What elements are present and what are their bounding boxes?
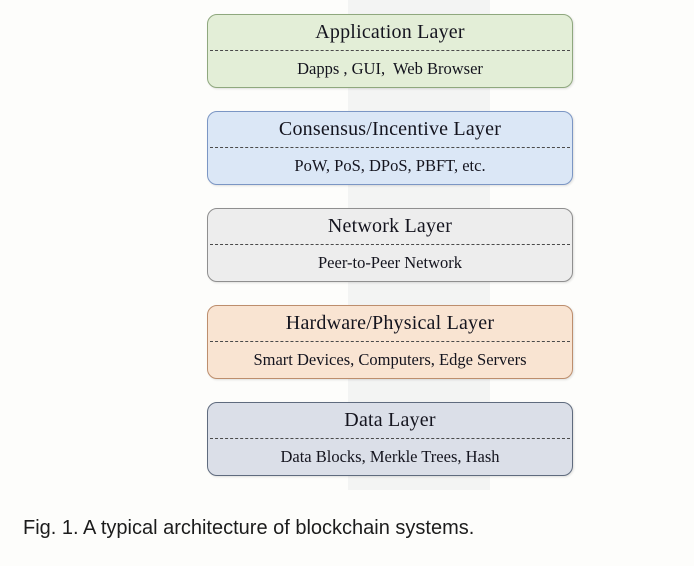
figure-caption: Fig. 1. A typical architecture of blockc… (23, 517, 475, 539)
layer-consensus-incentive-title: Consensus/Incentive Layer (278, 118, 502, 140)
layer-divider (210, 244, 570, 245)
layer-data-items: Data Blocks, Merkle Trees, Hash (280, 447, 500, 466)
layer-divider (210, 341, 570, 342)
layer-divider (210, 438, 570, 439)
layer-data: Data Layer Data Blocks, Merkle Trees, Ha… (207, 402, 573, 476)
layer-data-title: Data Layer (344, 409, 436, 431)
layer-network-items: Peer-to-Peer Network (318, 253, 462, 272)
layer-application-title: Application Layer (315, 21, 465, 43)
layer-application-items: Dapps , GUI, Web Browser (297, 59, 483, 78)
layer-application: Application Layer Dapps , GUI, Web Brows… (207, 14, 573, 88)
layer-hardware-physical-title: Hardware/Physical Layer (285, 312, 495, 334)
layer-hardware-physical-items: Smart Devices, Computers, Edge Servers (253, 350, 527, 369)
layer-divider (210, 147, 570, 148)
layer-hardware-physical: Hardware/Physical Layer Smart Devices, C… (207, 305, 573, 379)
layer-network: Network Layer Peer-to-Peer Network (207, 208, 573, 282)
layer-network-title: Network Layer (327, 215, 453, 237)
layer-consensus-incentive: Consensus/Incentive Layer PoW, PoS, DPoS… (207, 111, 573, 185)
layer-divider (210, 50, 570, 51)
layer-stack: Application Layer Dapps , GUI, Web Brows… (207, 14, 573, 476)
layer-consensus-incentive-items: PoW, PoS, DPoS, PBFT, etc. (294, 156, 486, 175)
